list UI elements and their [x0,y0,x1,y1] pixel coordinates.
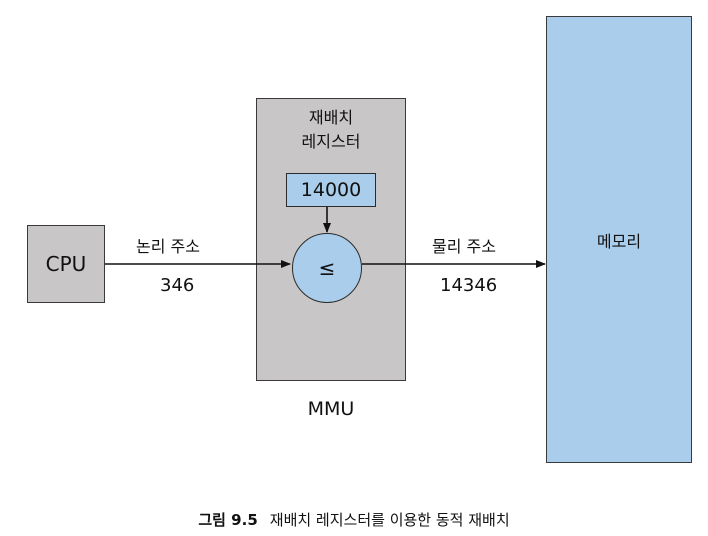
mmu-label: MMU [307,398,355,420]
cpu-box: CPU [27,225,105,303]
cpu-label: CPU [45,252,87,276]
adder-circle: ≤ [292,233,362,303]
logical-address-label: 논리 주소 [136,237,200,256]
figure-caption-text: 재배치 레지스터를 이용한 동적 재배치 [269,511,510,529]
figure-caption: 그림 9.5 재배치 레지스터를 이용한 동적 재배치 [0,509,708,530]
physical-address-label: 물리 주소 [432,237,496,256]
figure-number: 그림 9.5 [198,511,258,529]
comparator-symbol: ≤ [318,256,336,280]
relocation-register-title-line2: 레지스터 [301,132,361,151]
relocation-register-title-line1: 재배치 [308,108,354,127]
relocation-register-title: 재배치 레지스터 [256,106,406,154]
physical-address-value: 14346 [440,275,498,296]
memory-label: 메모리 [596,231,642,251]
logical-address-value: 346 [160,275,195,296]
relocation-register-value: 14000 [300,179,362,201]
relocation-register-box: 14000 [286,173,376,207]
memory-box: 메모리 [546,16,692,463]
